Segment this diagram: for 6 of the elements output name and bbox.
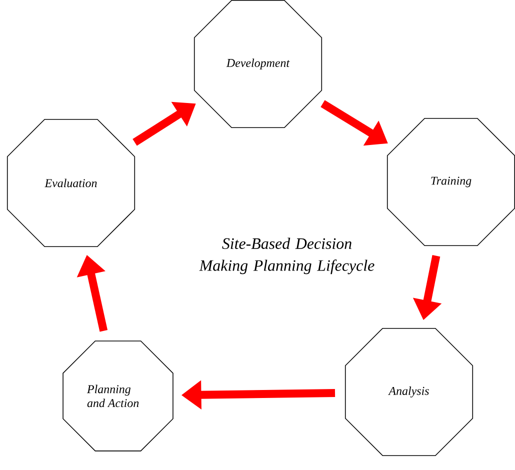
diagram-title: Site-Based Decision Making Planning Lifecycle bbox=[199, 238, 374, 274]
octagon-box: Training bbox=[386, 118, 515, 246]
octagon-box: Analysis bbox=[344, 328, 474, 456]
octagon-box: Evaluation bbox=[6, 118, 136, 248]
octagon-box: Planning and Action bbox=[62, 340, 174, 452]
octagon-box: Development bbox=[194, 0, 322, 128]
